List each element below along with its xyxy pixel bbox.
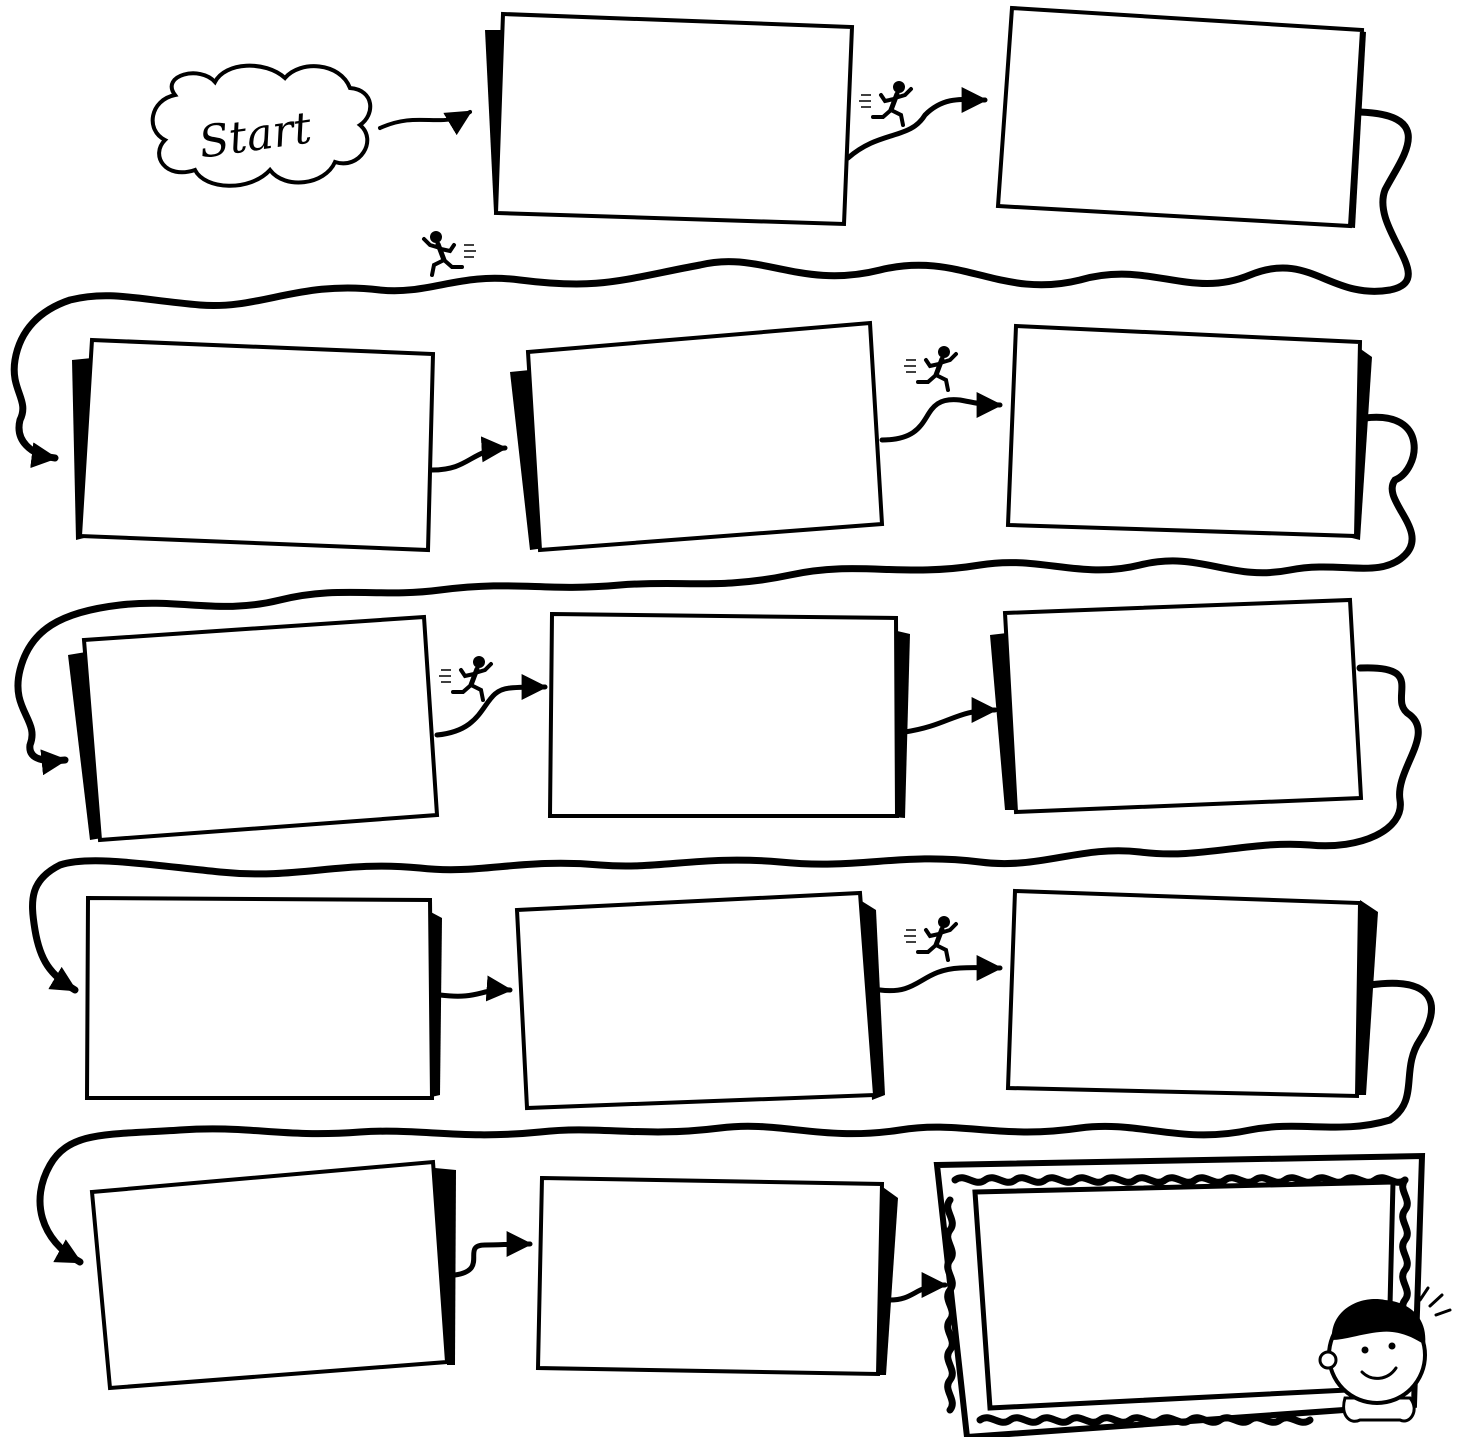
connector-9-to-10 — [440, 990, 510, 996]
runner-icon — [424, 231, 476, 275]
connector-3-to-4 — [432, 448, 505, 470]
step-box-1 — [485, 14, 852, 224]
start-cloud: Start — [153, 66, 371, 186]
connector-4-to-5 — [882, 400, 1000, 440]
step-box-9 — [87, 898, 442, 1098]
runner-icon — [904, 346, 956, 390]
connector-6-to-7 — [437, 687, 545, 735]
step-box-5 — [1008, 326, 1372, 540]
step-box-7 — [550, 614, 910, 818]
step-box-11 — [1008, 891, 1378, 1096]
connector-1-to-2 — [848, 99, 985, 158]
runner-icon — [904, 916, 956, 960]
step-box-4 — [510, 323, 882, 550]
connector-7-to-8 — [905, 710, 995, 732]
step-box-10 — [517, 893, 885, 1108]
step-box-2 — [998, 8, 1366, 228]
step-box-12 — [92, 1162, 456, 1388]
step-box-13 — [538, 1178, 898, 1375]
step-box-3 — [72, 340, 433, 550]
connector-10-to-11 — [880, 968, 1000, 991]
connector-start-to-1 — [380, 112, 470, 128]
connector-13-to-end — [890, 1285, 945, 1300]
final-frame-inner — [975, 1182, 1393, 1408]
runner-icon — [439, 656, 491, 700]
runner-icon — [859, 81, 911, 125]
connector-12-to-13 — [455, 1244, 530, 1275]
step-box-6 — [68, 617, 437, 840]
step-box-8 — [990, 600, 1361, 812]
